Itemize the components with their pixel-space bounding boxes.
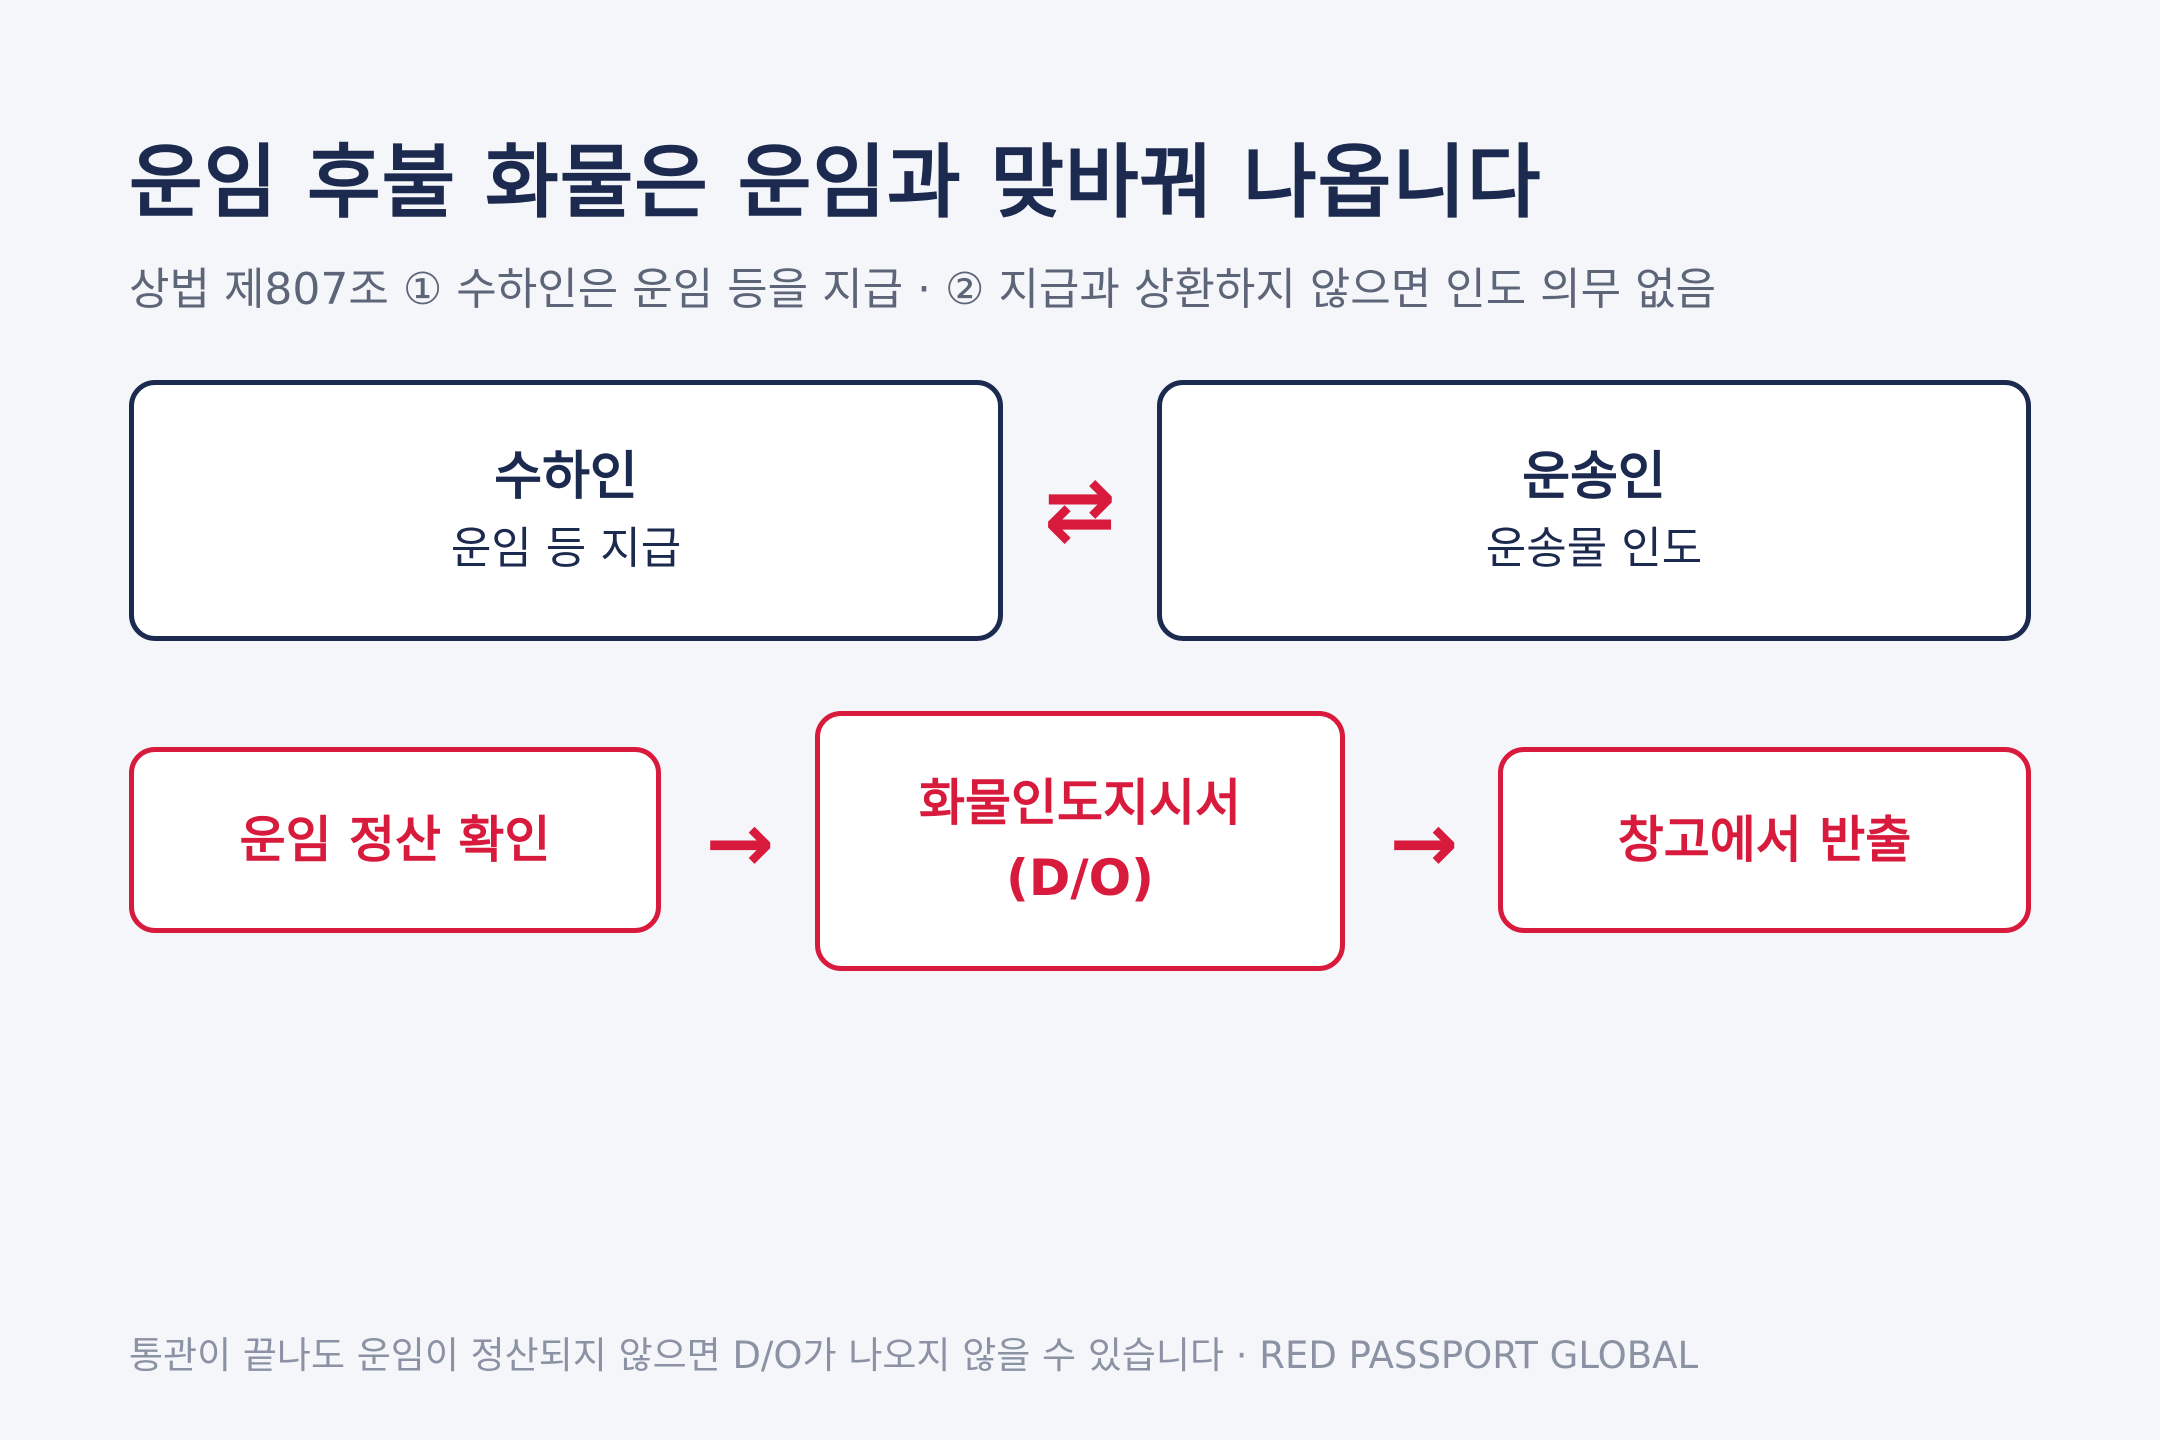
page-title: 운임 후불 화물은 운임과 맞바꿔 나옵니다 bbox=[129, 136, 1542, 229]
freight-settlement-box: 운임 정산 확인 bbox=[129, 747, 661, 933]
consignee-role: 운임 등 지급 bbox=[450, 522, 682, 574]
exchange-arrows-icon: ⇄ bbox=[1043, 460, 1117, 560]
freight-settlement-label: 운임 정산 확인 bbox=[239, 810, 551, 869]
page-subtitle: 상법 제807조 ① 수하인은 운임 등을 지급 · ② 지급과 상환하지 않으… bbox=[129, 264, 1717, 315]
delivery-order-label: 화물인도지시서 bbox=[919, 774, 1241, 832]
consignee-name: 수하인 bbox=[494, 447, 638, 508]
carrier-role: 운송물 인도 bbox=[1485, 522, 1703, 574]
carrier-box: 운송인 운송물 인도 bbox=[1157, 380, 2031, 641]
warehouse-release-label: 창고에서 반출 bbox=[1617, 810, 1912, 869]
footer-note: 통관이 끝나도 운임이 정산되지 않으면 D/O가 나오지 않을 수 있습니다 … bbox=[129, 1334, 1699, 1377]
arrow-right-icon: → bbox=[1389, 795, 1459, 891]
carrier-name: 운송인 bbox=[1522, 447, 1666, 508]
delivery-order-box: 화물인도지시서 (D/O) bbox=[815, 711, 1345, 971]
consignee-box: 수하인 운임 등 지급 bbox=[129, 380, 1003, 641]
warehouse-release-box: 창고에서 반출 bbox=[1498, 747, 2031, 933]
delivery-order-abbrev: (D/O) bbox=[1006, 849, 1154, 907]
arrow-right-icon: → bbox=[705, 795, 775, 891]
